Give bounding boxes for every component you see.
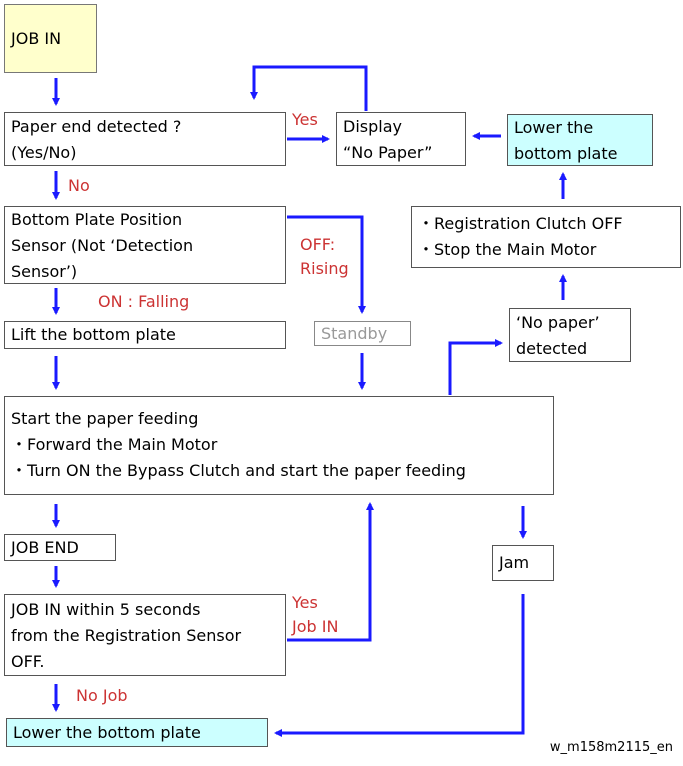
paper-end-detected-box: Paper end detected ? (Yes/No) [4, 112, 286, 166]
no-label: No [68, 176, 90, 195]
registration-clutch-off-box: ・Registration Clutch OFF ・Stop the Main … [411, 206, 681, 268]
arrow-display-loop [250, 65, 368, 111]
job-end-box: JOB END [4, 534, 116, 561]
standby-box: Standby [314, 321, 411, 346]
lift-bottom-plate-box: Lift the bottom plate [4, 321, 286, 349]
off-rising-label: OFF: Rising [300, 235, 349, 278]
arrow-jobin5-to-start [287, 502, 374, 642]
lower-bottom-plate-bottom-box: Lower the bottom plate [6, 718, 268, 747]
job-in-5-seconds-box: JOB IN within 5 seconds from the Registr… [4, 594, 286, 676]
display-no-paper-box: Display “No Paper” [336, 112, 466, 166]
yes-job-in-label: Yes Job IN [292, 593, 339, 636]
lower-bottom-plate-top-box: Lower the bottom plate [507, 114, 653, 166]
no-job-label: No Job [76, 686, 128, 705]
start-paper-feeding-box: Start the paper feeding ・Forward the Mai… [4, 396, 554, 495]
jam-box: Jam [492, 545, 554, 581]
no-paper-detected-box: ‘No paper’ detected [509, 308, 631, 362]
figure-id-footer: w_m158m2115_en [549, 740, 673, 755]
on-falling-label: ON : Falling [98, 292, 190, 311]
job-in-box: JOB IN [4, 4, 97, 73]
arrow-start-to-nopaper [448, 339, 503, 395]
yes-label: Yes [292, 110, 318, 129]
bottom-plate-sensor-box: Bottom Plate Position Sensor (Not ‘Detec… [4, 206, 286, 284]
arrow-sensor-to-standby [287, 215, 366, 314]
arrow-jam-to-lower [274, 594, 525, 737]
